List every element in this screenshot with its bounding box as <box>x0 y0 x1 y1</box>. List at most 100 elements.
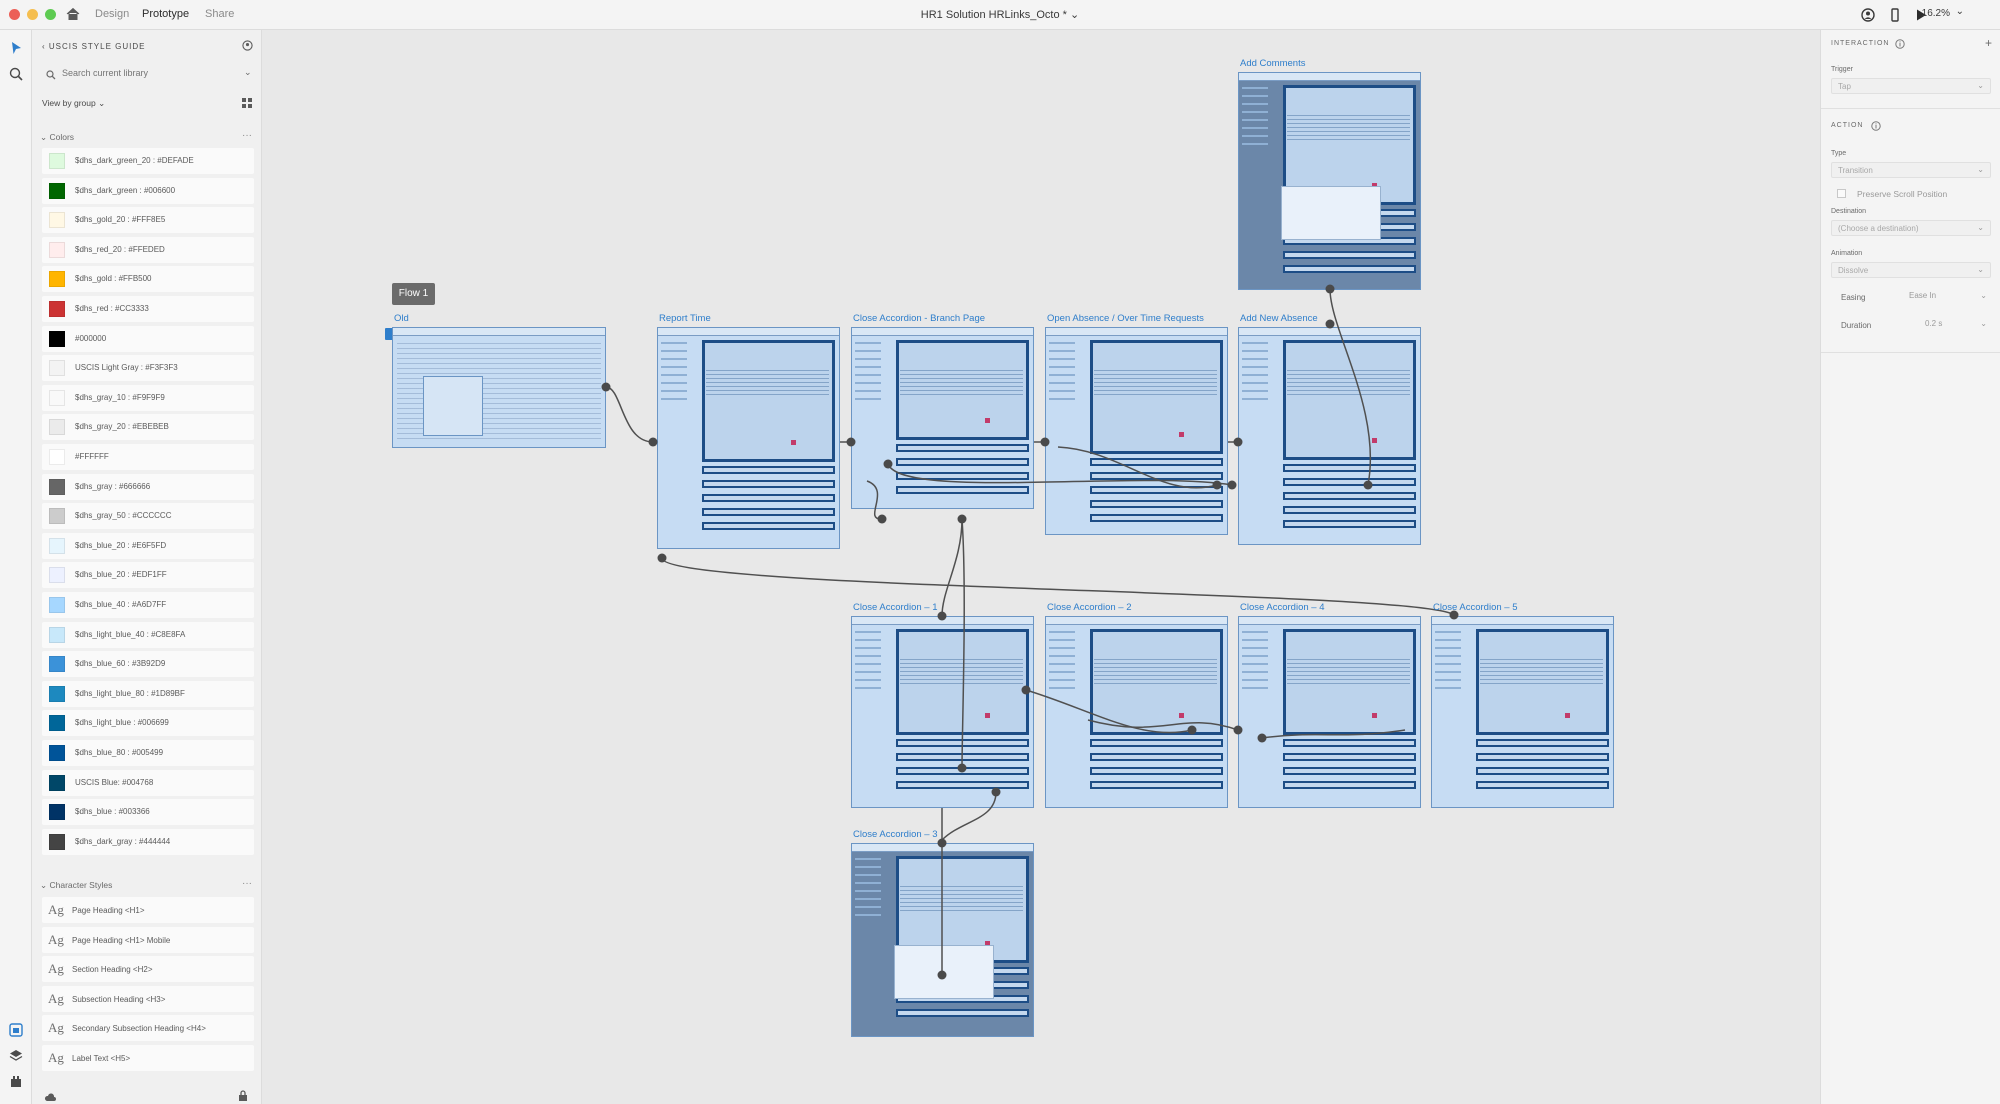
plugins-panel-icon[interactable] <box>8 1074 24 1090</box>
artboard-label[interactable]: Close Accordion – 1 <box>853 602 938 613</box>
color-swatch-row[interactable]: $dhs_gray_50 : #CCCCCC <box>42 503 254 530</box>
artboard-thumbnail[interactable] <box>1238 616 1421 808</box>
wire-connection-handle[interactable] <box>1040 437 1050 447</box>
wire-connection-handle[interactable] <box>991 787 1001 797</box>
grid-view-icon[interactable] <box>242 98 252 108</box>
zoom-window-button[interactable] <box>45 9 56 20</box>
library-back-button[interactable]: ‹ USCIS STYLE GUIDE <box>42 42 146 51</box>
artboard-thumbnail[interactable] <box>851 843 1034 1037</box>
tab-prototype[interactable]: Prototype <box>142 8 190 20</box>
wire-connection-handle[interactable] <box>1325 319 1335 329</box>
search-input[interactable] <box>62 68 232 78</box>
duration-select[interactable]: 0.2 s⌄ <box>1897 317 1991 331</box>
color-swatch-row[interactable]: $dhs_dark_green_20 : #DEFADE <box>42 148 254 174</box>
preserve-scroll-checkbox[interactable] <box>1837 189 1846 198</box>
wire-connection-handle[interactable] <box>1212 480 1222 490</box>
wire-connection-handle[interactable] <box>877 514 887 524</box>
artboard-label[interactable]: Close Accordion – 4 <box>1240 602 1325 613</box>
colors-section-toggle[interactable]: ⌄ Colors <box>40 132 74 143</box>
wire-connection-handle[interactable] <box>1187 725 1197 735</box>
artboard-label[interactable]: Add New Absence <box>1240 313 1318 324</box>
artboard-label[interactable]: Close Accordion – 5 <box>1433 602 1518 613</box>
zoom-level[interactable]: 16.2% <box>1921 8 1950 19</box>
library-search[interactable]: ⌄ <box>42 66 254 84</box>
interaction-wire[interactable] <box>1025 689 1193 734</box>
color-swatch-row[interactable]: $dhs_light_blue_80 : #1D89BF <box>42 680 254 707</box>
interaction-wire[interactable] <box>961 518 965 769</box>
play-preview-icon[interactable] <box>1914 8 1928 22</box>
color-swatch-row[interactable]: $dhs_gray_10 : #F9F9F9 <box>42 384 254 411</box>
flow-start-badge[interactable]: Flow 1 <box>392 283 435 305</box>
info-icon[interactable] <box>1871 121 1881 131</box>
artboard-label[interactable]: Report Time <box>659 313 711 324</box>
character-styles-more-icon[interactable]: ··· <box>242 878 252 889</box>
wire-connection-handle[interactable] <box>1325 284 1335 294</box>
interaction-wire[interactable] <box>1057 446 1218 489</box>
wire-connection-handle[interactable] <box>648 437 658 447</box>
artboard-thumbnail[interactable] <box>1045 616 1228 808</box>
wire-connection-handle[interactable] <box>1227 480 1237 490</box>
interaction-wire[interactable] <box>605 386 654 443</box>
artboard-label[interactable]: Open Absence / Over Time Requests <box>1047 313 1204 324</box>
type-select[interactable]: Transition⌄ <box>1831 162 1991 178</box>
wire-connection-handle[interactable] <box>957 763 967 773</box>
user-profile-icon[interactable] <box>1861 8 1875 22</box>
color-swatch-row[interactable]: $dhs_blue_80 : #005499 <box>42 740 254 766</box>
flow-start-marker[interactable] <box>385 328 393 340</box>
artboard-label[interactable]: Close Accordion – 2 <box>1047 602 1132 613</box>
artboard-thumbnail[interactable] <box>1238 72 1421 290</box>
wire-connection-handle[interactable] <box>1257 733 1267 743</box>
zoom-tool-icon[interactable] <box>8 66 24 82</box>
artboard-label[interactable]: Close Accordion - Branch Page <box>853 313 986 324</box>
animation-select[interactable]: Dissolve⌄ <box>1831 262 1991 278</box>
character-styles-section-toggle[interactable]: ⌄ Character Styles <box>40 880 112 891</box>
artboard-label[interactable]: Close Accordion – 3 <box>853 829 938 840</box>
artboard-label[interactable]: Old <box>394 313 409 324</box>
interaction-wire[interactable] <box>866 480 883 520</box>
wire-connection-handle[interactable] <box>1449 610 1459 620</box>
color-swatch-row[interactable]: $dhs_gold_20 : #FFF8E5 <box>42 207 254 234</box>
artboard-thumbnail[interactable] <box>851 327 1034 509</box>
cloud-icon[interactable] <box>44 1092 56 1102</box>
document-title[interactable]: HR1 Solution HRLinks_Octo * ⌄ <box>920 9 1080 21</box>
home-icon[interactable] <box>66 7 80 21</box>
color-swatch-row[interactable]: USCIS Light Gray : #F3F3F3 <box>42 355 254 382</box>
user-profile-icon[interactable] <box>242 40 253 51</box>
tab-share[interactable]: Share <box>205 8 235 20</box>
artboard-thumbnail[interactable] <box>1431 616 1614 808</box>
chevron-down-icon[interactable]: ⌄ <box>1955 6 1964 17</box>
color-swatch-row[interactable]: $dhs_gray : #666666 <box>42 473 254 500</box>
wire-connection-handle[interactable] <box>937 611 947 621</box>
color-swatch-row[interactable]: #000000 <box>42 325 254 352</box>
color-swatch-row[interactable]: $dhs_blue_20 : #EDF1FF <box>42 562 254 589</box>
color-swatch-row[interactable]: $dhs_dark_green : #006600 <box>42 177 254 204</box>
wire-connection-handle[interactable] <box>1021 685 1031 695</box>
select-tool-icon[interactable] <box>8 40 24 56</box>
assets-panel-icon[interactable] <box>8 1022 24 1038</box>
trigger-select[interactable]: Tap⌄ <box>1831 78 1991 94</box>
color-swatch-row[interactable]: #FFFFFF <box>42 444 254 470</box>
color-swatch-row[interactable]: $dhs_blue_20 : #E6F5FD <box>42 532 254 559</box>
artboard-thumbnail[interactable] <box>1045 327 1228 535</box>
artboard-label[interactable]: Add Comments <box>1240 58 1306 69</box>
lock-icon[interactable] <box>238 1090 248 1102</box>
wire-connection-handle[interactable] <box>1233 437 1243 447</box>
color-swatch-row[interactable]: $dhs_light_blue_40 : #C8E8FA <box>42 621 254 648</box>
destination-select[interactable]: (Choose a destination)⌄ <box>1831 220 1991 236</box>
artboard-thumbnail[interactable] <box>392 327 606 448</box>
color-swatch-row[interactable]: $dhs_blue_40 : #A6D7FF <box>42 592 254 618</box>
wire-connection-handle[interactable] <box>883 459 893 469</box>
interaction-wire[interactable] <box>1329 288 1372 486</box>
color-swatch-row[interactable]: $dhs_light_blue : #006699 <box>42 710 254 737</box>
color-swatch-row[interactable]: $dhs_blue_60 : #3B92D9 <box>42 651 254 678</box>
wire-connection-handle[interactable] <box>957 514 967 524</box>
color-swatch-row[interactable]: $dhs_gray_20 : #EBEBEB <box>42 414 254 441</box>
wire-connection-handle[interactable] <box>601 382 611 392</box>
tab-design[interactable]: Design <box>95 8 130 20</box>
view-by-group-dropdown[interactable]: View by group ⌄ <box>42 98 105 109</box>
